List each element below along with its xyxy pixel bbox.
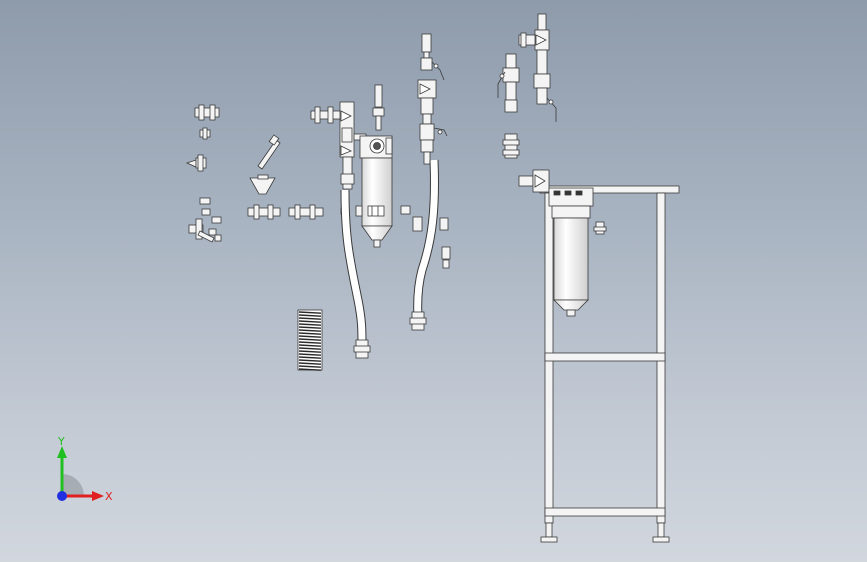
coil-turn	[298, 320, 322, 323]
x-axis-arrow	[92, 491, 104, 501]
ball-valve-handle-middle	[431, 61, 445, 81]
coil-turn	[298, 353, 322, 356]
coil-turn	[298, 335, 322, 338]
coil-turn	[298, 326, 322, 329]
fitting-tee-handle	[185, 154, 207, 172]
coil-turn	[298, 359, 322, 362]
left-filter-assembly[interactable]	[310, 84, 423, 359]
regulator-stem	[372, 84, 385, 131]
valve-body-left	[339, 101, 355, 158]
axis-triad: Y X	[57, 436, 113, 503]
coil-turn	[298, 365, 322, 368]
coil-turn	[298, 317, 322, 320]
coil-turn	[298, 347, 322, 350]
top-nipple-middle	[420, 33, 433, 71]
inlet-valve-stand	[518, 169, 550, 193]
bottom-crossbar	[544, 507, 666, 517]
triad-quarter-disc	[62, 474, 84, 496]
hose-end-middle	[409, 311, 427, 331]
horizontal-union-2[interactable]	[288, 204, 324, 220]
side-union-right	[518, 32, 536, 48]
coil-turn	[298, 314, 322, 317]
fitting-small-a	[199, 127, 211, 140]
fitting-union-top	[194, 104, 220, 121]
coil-spring[interactable]	[297, 309, 323, 371]
small-fittings-group[interactable]	[185, 104, 222, 243]
side-fitting-stand	[593, 221, 607, 235]
right-valve-stack[interactable]	[497, 13, 557, 159]
small-fitting-mid	[412, 216, 423, 232]
coil-turn	[298, 362, 322, 365]
top-nipple-right	[534, 13, 550, 51]
filter-bowl-stand	[553, 217, 589, 317]
stand-filter[interactable]	[518, 169, 607, 317]
horizontal-union-1[interactable]	[247, 204, 281, 220]
z-axis-dot	[57, 491, 67, 501]
stack-column-right	[533, 49, 551, 105]
drain-elbow-left	[340, 156, 355, 190]
stack-column-left	[502, 53, 520, 113]
fitting-small-b	[199, 197, 211, 205]
x-axis-label: X	[105, 490, 113, 503]
coil-turn	[298, 338, 322, 341]
y-axis-arrow	[57, 446, 67, 458]
funnel-adapter[interactable]	[249, 174, 276, 195]
valve-body-middle	[417, 79, 448, 165]
loose-union-right	[502, 133, 520, 159]
filter-bowl-left	[361, 157, 393, 248]
coil-turn	[298, 323, 322, 326]
coil-turn	[298, 329, 322, 332]
coil-turn	[298, 341, 322, 344]
ball-valve-handle-left	[497, 71, 506, 98]
mid-crossbar	[544, 352, 666, 362]
coil-turn	[298, 350, 322, 353]
right-foot	[652, 522, 670, 543]
fitting-tee-bottom	[188, 218, 215, 243]
left-foot	[540, 522, 558, 543]
coil-turn	[298, 344, 322, 347]
filter-head-left	[359, 135, 393, 159]
coil-turn	[298, 332, 322, 335]
y-axis-label: Y	[57, 436, 65, 448]
coil-turn	[298, 311, 322, 314]
coil-turn	[298, 368, 322, 371]
filter-head-stand	[548, 187, 594, 219]
ball-valve-handle-right	[546, 97, 557, 122]
coil-turn	[298, 356, 322, 359]
fittings-right-of-hose	[439, 217, 451, 269]
hose-end-left	[353, 339, 371, 359]
inlet-union	[310, 106, 342, 124]
fitting-small-c	[201, 208, 211, 216]
fitting-small-d	[208, 216, 222, 242]
angled-nipple[interactable]	[257, 134, 281, 170]
coil-spring-turns	[298, 311, 322, 371]
middle-valve-assembly[interactable]	[409, 33, 451, 331]
